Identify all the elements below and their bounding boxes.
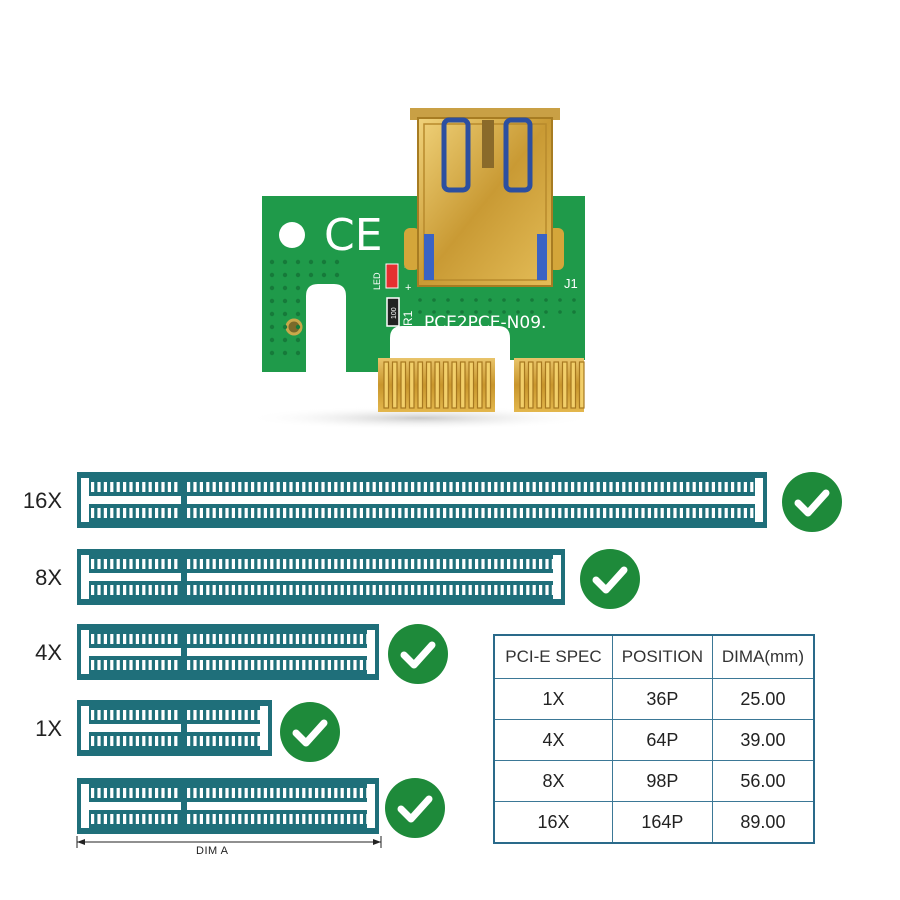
pcie-slot-8x (77, 549, 565, 605)
table-row: 8X 98P 56.00 (493, 760, 815, 802)
dim-a-label: DIM A (196, 845, 229, 857)
slot-row-1x: 1X (0, 698, 900, 762)
connector-silkscreen: J1 (564, 276, 578, 291)
cell-dima: 39.00 (711, 719, 815, 761)
table-header-row: PCI-E SPEC POSITION DIMA(mm) (493, 634, 815, 679)
slot-row-4x: 4X (0, 622, 900, 684)
table-row: 1X 36P 25.00 (493, 678, 815, 720)
cell-position: 98P (611, 760, 713, 802)
check-icon (385, 778, 445, 838)
slot-label: 16X (22, 488, 62, 513)
board-shadow (245, 406, 595, 430)
slot-row-dim (0, 776, 900, 838)
cell-spec: 1X (493, 678, 613, 720)
usb-solder-left (404, 228, 420, 270)
slot-row-16x: 16X (0, 470, 900, 532)
cell-spec: 16X (493, 801, 613, 844)
dimension-line (76, 836, 382, 848)
check-icon (388, 624, 448, 684)
header-position: POSITION (611, 634, 713, 679)
slot-label: 4X (35, 640, 62, 665)
model-silkscreen: PCE2PCE-N09. (424, 313, 546, 333)
check-icon (782, 472, 842, 532)
pcie-slot-16x (77, 472, 767, 528)
header-pcie-spec: PCI-E SPEC (493, 634, 613, 679)
cell-dima: 25.00 (711, 678, 815, 720)
resistor-component (386, 297, 400, 327)
resistor-silkscreen: R1 (401, 310, 415, 326)
table-row: 16X 164P 89.00 (493, 801, 815, 844)
header-dima: DIMA(mm) (711, 634, 815, 679)
resistor-code: 100 (391, 307, 398, 319)
pcie-slot-1x (77, 700, 272, 756)
check-icon (280, 702, 340, 762)
pcie-slot-4x (77, 624, 379, 680)
cell-spec: 4X (493, 719, 613, 761)
cell-position: 164P (611, 801, 713, 844)
check-icon (580, 549, 640, 609)
led-component (385, 263, 399, 289)
cell-spec: 8X (493, 760, 613, 802)
pcie-spec-table: PCI-E SPEC POSITION DIMA(mm) 1X 36P 25.0… (493, 634, 815, 844)
led-plus: + (405, 282, 411, 294)
pcie-slot-dim-example (77, 778, 379, 834)
slot-label: 8X (35, 565, 62, 590)
pcie-riser-board-illustration: CE LED + - 100 R1 PCE2PCE-N09. J1 (245, 108, 595, 430)
led-silkscreen: LED (372, 272, 382, 290)
cell-dima: 89.00 (711, 801, 815, 844)
table-row: 4X 64P 39.00 (493, 719, 815, 761)
usb-connector (410, 108, 560, 287)
mounting-hole (279, 222, 305, 248)
slot-row-8x: 8X (0, 547, 900, 609)
cell-position: 36P (611, 678, 713, 720)
cell-dima: 56.00 (711, 760, 815, 802)
cell-position: 64P (611, 719, 713, 761)
slot-label: 1X (35, 716, 62, 741)
ce-mark: CE (324, 210, 383, 261)
